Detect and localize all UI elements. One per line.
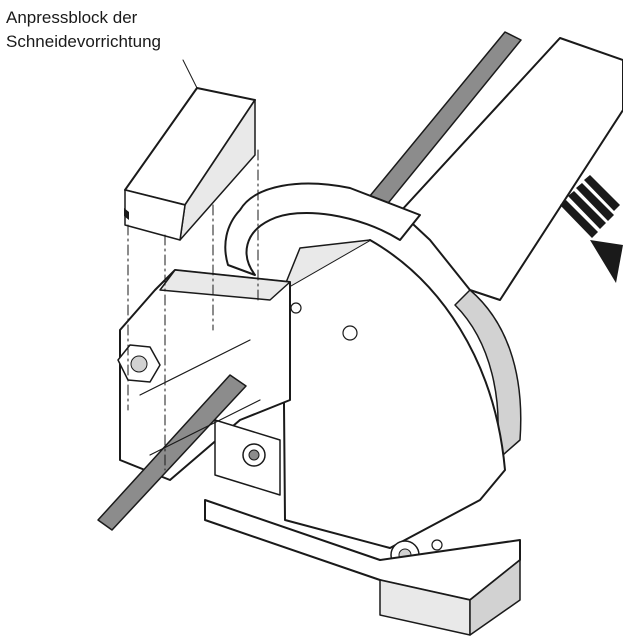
callout-leader-line	[182, 59, 198, 89]
callout-label: Anpressblock der Schneidevorrichtung	[6, 6, 266, 54]
main-housing	[282, 239, 506, 570]
workpiece-strip	[97, 374, 247, 531]
lever-arm	[399, 37, 623, 301]
motion-arrow-icon	[560, 175, 623, 283]
pressure-block	[124, 87, 256, 241]
housing-bolt-hole-3	[431, 539, 443, 551]
yoke-ring	[224, 182, 421, 276]
base-plate	[204, 499, 521, 636]
housing-bolt-hole-2	[342, 325, 358, 341]
projection-lines	[127, 149, 259, 471]
housing-bolt-hole-1	[290, 302, 302, 314]
callout-line-2: Schneidevorrichtung	[6, 32, 161, 51]
clamp-block	[119, 269, 291, 496]
guide-slot	[139, 339, 261, 456]
callout-line-1: Anpressblock der	[6, 8, 138, 27]
